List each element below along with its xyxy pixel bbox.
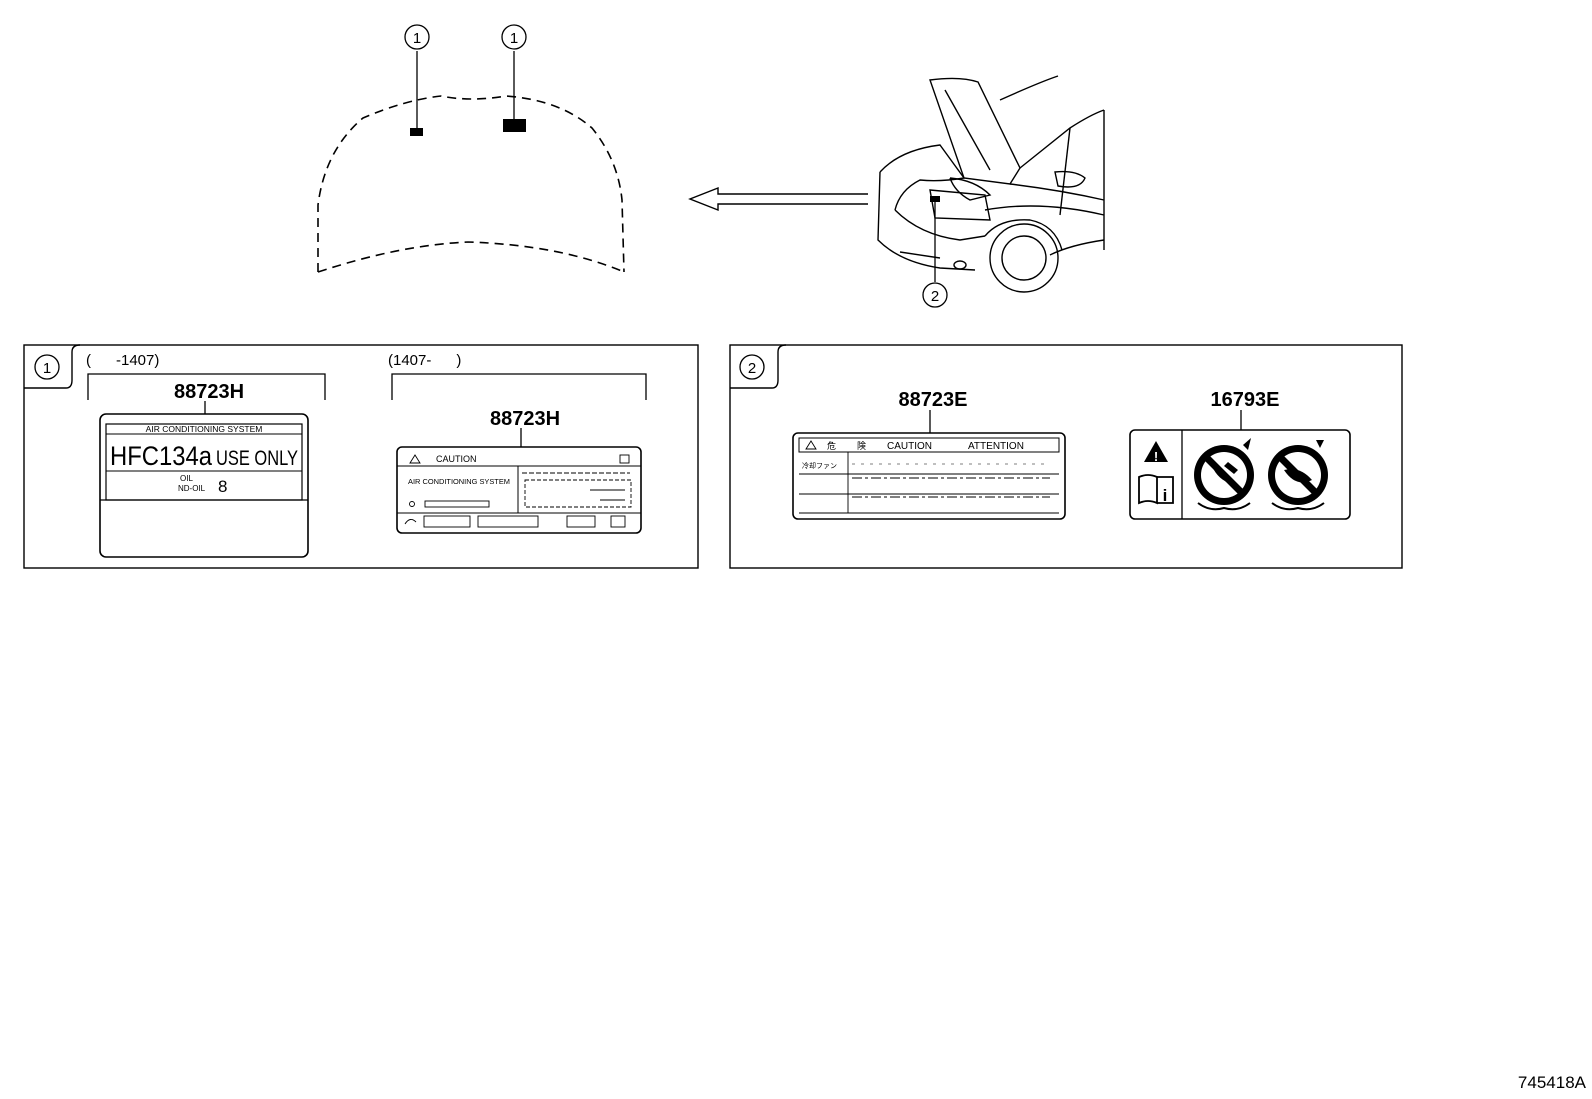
callout-circle [922, 282, 948, 308]
callout-number: 2 [748, 360, 756, 377]
warning-triangle-icon [1144, 441, 1168, 462]
ac-system-text: AIR CONDITIONING SYSTEM [408, 479, 510, 486]
ac-label-old [99, 413, 309, 558]
callout-number: 1 [43, 360, 51, 377]
callout-number: 2 [931, 288, 939, 305]
oil-grade: 8 [218, 477, 227, 496]
attention-text: ATTENTION [968, 441, 1024, 452]
part-number-88723h-new: 88723H [490, 408, 560, 430]
direction-arrow-icon [688, 186, 868, 212]
callout-circle [34, 354, 60, 380]
cooling-fan-jp-text: 冷却ファン [802, 461, 837, 470]
ac-label-header: AIR CONDITIONING SYSTEM [146, 424, 263, 434]
no-fan-contact-icon [1268, 440, 1328, 511]
fan-caution-label [792, 432, 1066, 520]
caution-text: CAUTION [436, 454, 477, 464]
manual-book-icon [1138, 474, 1174, 505]
callout-circle [501, 24, 527, 50]
figure-id: 745418A [1518, 1073, 1587, 1092]
no-hands-near-fan-icon [1194, 438, 1254, 511]
part-number-16793e: 16793E [1211, 389, 1280, 411]
warning-triangle-icon: ! [1154, 449, 1158, 464]
oil-label: OIL [180, 474, 193, 483]
nd-oil-label: ND-OIL [178, 484, 206, 493]
callout-circle [739, 354, 765, 380]
callout-number: 1 [510, 30, 518, 47]
refrigerant-type: HFC134a [110, 441, 213, 471]
use-only-text: USE ONLY [216, 447, 298, 470]
hood-outline [317, 95, 625, 273]
part-number-88723e: 88723E [899, 389, 968, 411]
ac-label-new [396, 446, 642, 534]
date-range-right: (1407- ) [388, 352, 461, 369]
part-number-88723h-old: 88723H [174, 381, 244, 403]
danger-jp-text: 危 [827, 440, 836, 451]
caution-text: CAUTION [887, 441, 932, 452]
hood-label-small [410, 128, 423, 136]
callout-circle [404, 24, 430, 50]
date-range-left: ( -1407) [86, 352, 159, 369]
danger-jp-text: 険 [857, 441, 866, 451]
callout-number: 1 [413, 30, 421, 47]
car-illustration [877, 75, 1105, 293]
hood-label-large [503, 119, 526, 132]
panel-1-frame [23, 344, 699, 569]
range-bracket [87, 373, 647, 400]
panel-2-frame [729, 344, 1403, 569]
info-icon: i [1163, 486, 1168, 505]
